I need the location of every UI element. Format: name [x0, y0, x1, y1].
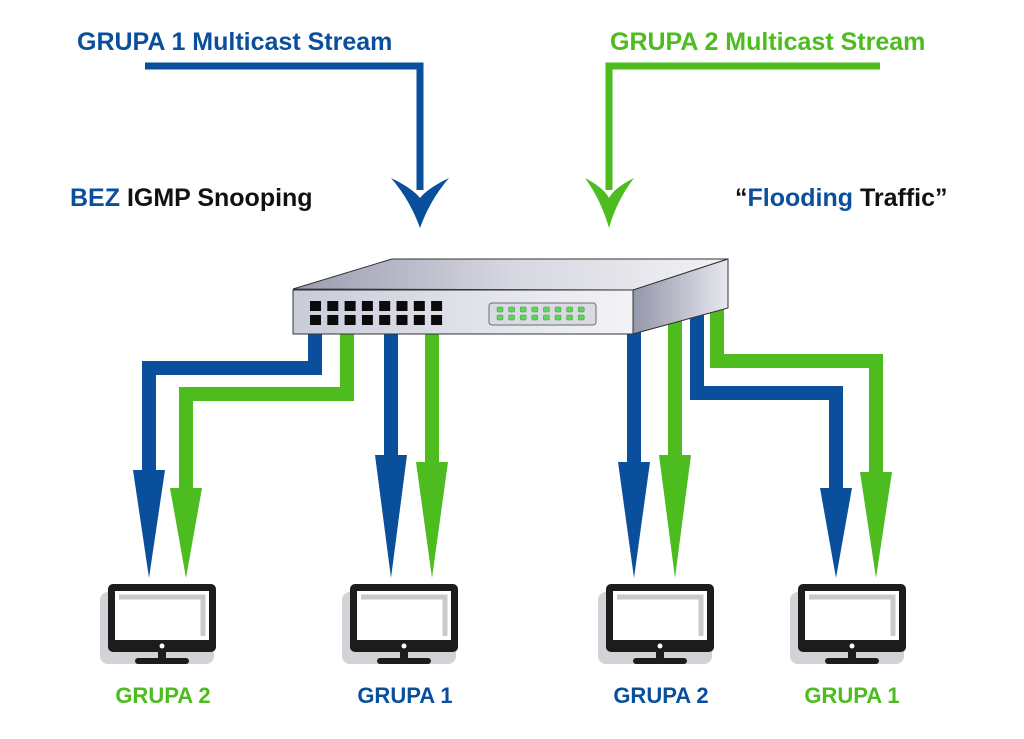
switch-port — [431, 315, 443, 325]
host-monitor-icon — [598, 584, 714, 664]
status-led — [531, 306, 539, 313]
host1-group1-arrow — [142, 334, 322, 470]
host-monitor-icon — [342, 584, 458, 664]
caption-highlight: Flooding — [747, 184, 854, 212]
status-led — [577, 314, 585, 321]
switch-port — [310, 301, 321, 311]
led-panel — [488, 302, 597, 326]
host1-group2-arrowhead — [170, 488, 202, 578]
host-label: GRUPA 1 — [804, 683, 900, 708]
status-led — [543, 306, 550, 313]
switch-leds — [496, 306, 585, 321]
switch-port — [396, 315, 408, 325]
group1-stream-title: GRUPA 1 Multicast Stream — [77, 28, 393, 56]
switch-front — [292, 289, 634, 335]
status-led — [496, 314, 504, 321]
switch-port — [413, 315, 425, 325]
host-label: GRUPA 2 — [613, 683, 709, 708]
switch-port — [327, 315, 339, 325]
host4-group2-arrow — [710, 306, 883, 472]
arrowhead-icon — [585, 178, 634, 228]
host3-group1-arrowhead — [618, 462, 650, 578]
switch-port — [361, 315, 373, 325]
switch-port — [310, 315, 321, 325]
caption-text: Traffic — [853, 184, 936, 212]
status-led — [543, 314, 550, 321]
host1-group1-arrowhead — [133, 470, 165, 578]
host-monitor-icon — [790, 584, 906, 664]
status-led — [566, 314, 573, 321]
status-led — [508, 306, 515, 313]
host2-group2-arrowhead — [416, 462, 448, 578]
group1-stream-arrow — [145, 62, 449, 228]
caption-flooding-traffic: “Flooding Traffic” — [735, 184, 948, 213]
host4-group1-arrowhead — [820, 488, 852, 578]
status-led — [519, 314, 527, 321]
status-led — [519, 306, 527, 313]
switch-port — [344, 301, 356, 311]
status-led — [554, 306, 562, 313]
group2-stream-arrow — [585, 62, 880, 228]
host2-group1-arrowhead — [375, 455, 407, 578]
status-led — [508, 314, 515, 321]
host1-group2-arrow — [179, 334, 354, 488]
status-led — [566, 306, 573, 313]
network-switch — [292, 258, 729, 335]
group2-stream-title: GRUPA 2 Multicast Stream — [610, 28, 926, 56]
status-led — [531, 314, 539, 321]
switch-port — [379, 301, 391, 311]
host-label: GRUPA 2 — [115, 683, 211, 708]
host-monitor-icon — [100, 584, 216, 664]
caption-without-igmp-snooping: BEZ IGMP Snooping — [70, 184, 313, 213]
status-led — [554, 314, 562, 321]
host3-group2-arrowhead — [659, 455, 691, 578]
status-led — [577, 306, 585, 313]
host-label: GRUPA 1 — [357, 683, 453, 708]
caption-text: IGMP Snooping — [120, 184, 313, 212]
close-quote: ” — [935, 184, 948, 212]
arrowhead-icon — [391, 178, 449, 228]
switch-port — [396, 301, 408, 311]
open-quote: “ — [735, 184, 748, 212]
host4-group2-arrowhead — [860, 472, 892, 578]
host4-group1-arrow — [690, 312, 843, 488]
switch-port — [413, 301, 425, 311]
switch-port — [344, 315, 356, 325]
switch-port — [379, 315, 391, 325]
caption-highlight: BEZ — [70, 184, 120, 212]
switch-port — [361, 301, 373, 311]
status-led — [496, 306, 504, 313]
switch-port — [327, 301, 339, 311]
switch-port — [431, 301, 443, 311]
switch-ports — [310, 301, 443, 325]
flooded-traffic-arrows — [133, 306, 892, 578]
